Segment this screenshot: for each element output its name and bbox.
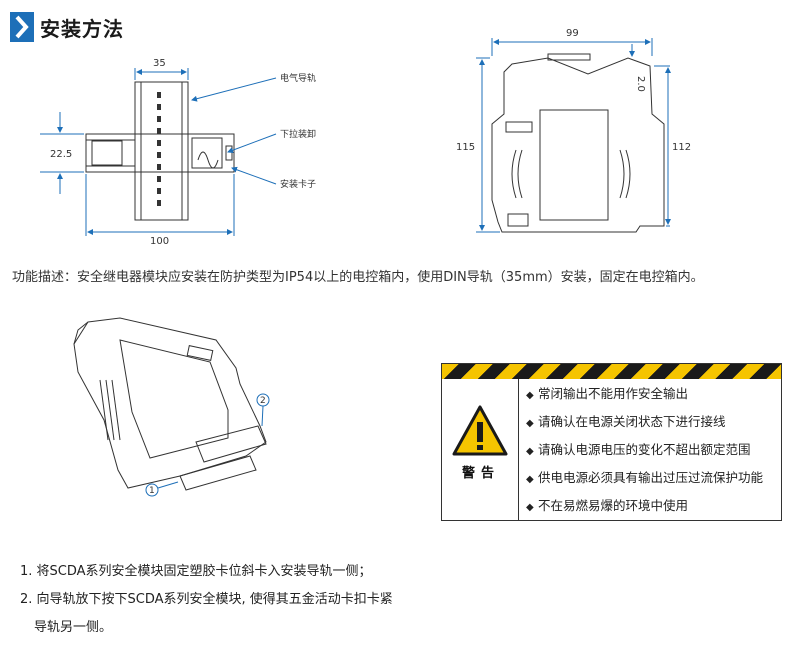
list-item: ◆不在易燃易爆的环境中使用 bbox=[526, 496, 763, 524]
list-item: ◆请确认电源电压的变化不超出额定范围 bbox=[526, 440, 763, 468]
chevron-right-icon bbox=[10, 12, 34, 42]
diamond-bullet-icon: ◆ bbox=[526, 418, 534, 429]
top-view-drawing bbox=[40, 68, 277, 236]
warning-triangle-icon bbox=[452, 405, 508, 456]
diamond-bullet-icon: ◆ bbox=[526, 390, 534, 401]
warning-list: ◆常闭输出不能用作安全输出 ◆请确认在电源关闭状态下进行接线 ◆请确认电源电压的… bbox=[526, 384, 763, 524]
iso-install-drawing bbox=[73, 317, 270, 497]
dim-115: 115 bbox=[456, 142, 475, 153]
diamond-bullet-icon: ◆ bbox=[526, 446, 534, 457]
diamond-bullet-icon: ◆ bbox=[526, 474, 534, 485]
page-title: 安装方法 bbox=[40, 17, 124, 41]
step-1: 1. 将SCDA系列安全模块固定塑胶卡位斜卡入安装导轨一侧； bbox=[20, 564, 372, 579]
diamond-bullet-icon: ◆ bbox=[526, 502, 534, 513]
install-steps: 1. 将SCDA系列安全模块固定塑胶卡位斜卡入安装导轨一侧； 2. 向导轨放下按… bbox=[20, 562, 393, 646]
callout-2: 2 bbox=[260, 396, 266, 406]
label-pulldown: 下拉装卸 bbox=[280, 128, 316, 140]
warning-label: 警告 bbox=[462, 466, 501, 481]
dim-100: 100 bbox=[150, 236, 169, 247]
list-item: ◆供电电源必须具有输出过压过流保护功能 bbox=[526, 468, 763, 496]
label-din-rail: 电气导轨 bbox=[280, 72, 316, 84]
warning-panel: 警告 ◆常闭输出不能用作安全输出 ◆请确认在电源关闭状态下进行接线 ◆请确认电源… bbox=[441, 363, 782, 521]
dim-99: 99 bbox=[566, 28, 579, 39]
dim-2-0: 2.0 bbox=[635, 76, 646, 92]
step-2: 2. 向导轨放下按下SCDA系列安全模块, 使得其五金活动卡扣卡紧 bbox=[20, 592, 393, 607]
list-item: ◆常闭输出不能用作安全输出 bbox=[526, 384, 763, 412]
callout-1: 1 bbox=[149, 486, 155, 496]
function-description: 功能描述：安全继电器模块应安装在防护类型为IP54以上的电控箱内，使用DIN导轨… bbox=[12, 270, 704, 285]
hazard-stripe bbox=[442, 364, 781, 379]
side-view-drawing bbox=[476, 38, 671, 233]
dim-35: 35 bbox=[153, 58, 166, 69]
dim-22-5: 22.5 bbox=[50, 149, 72, 160]
step-2-continued: 导轨另一侧。 bbox=[34, 620, 113, 635]
dim-112: 112 bbox=[672, 142, 691, 153]
warning-divider bbox=[518, 379, 519, 520]
label-clip: 安装卡子 bbox=[280, 178, 316, 190]
list-item: ◆请确认在电源关闭状态下进行接线 bbox=[526, 412, 763, 440]
